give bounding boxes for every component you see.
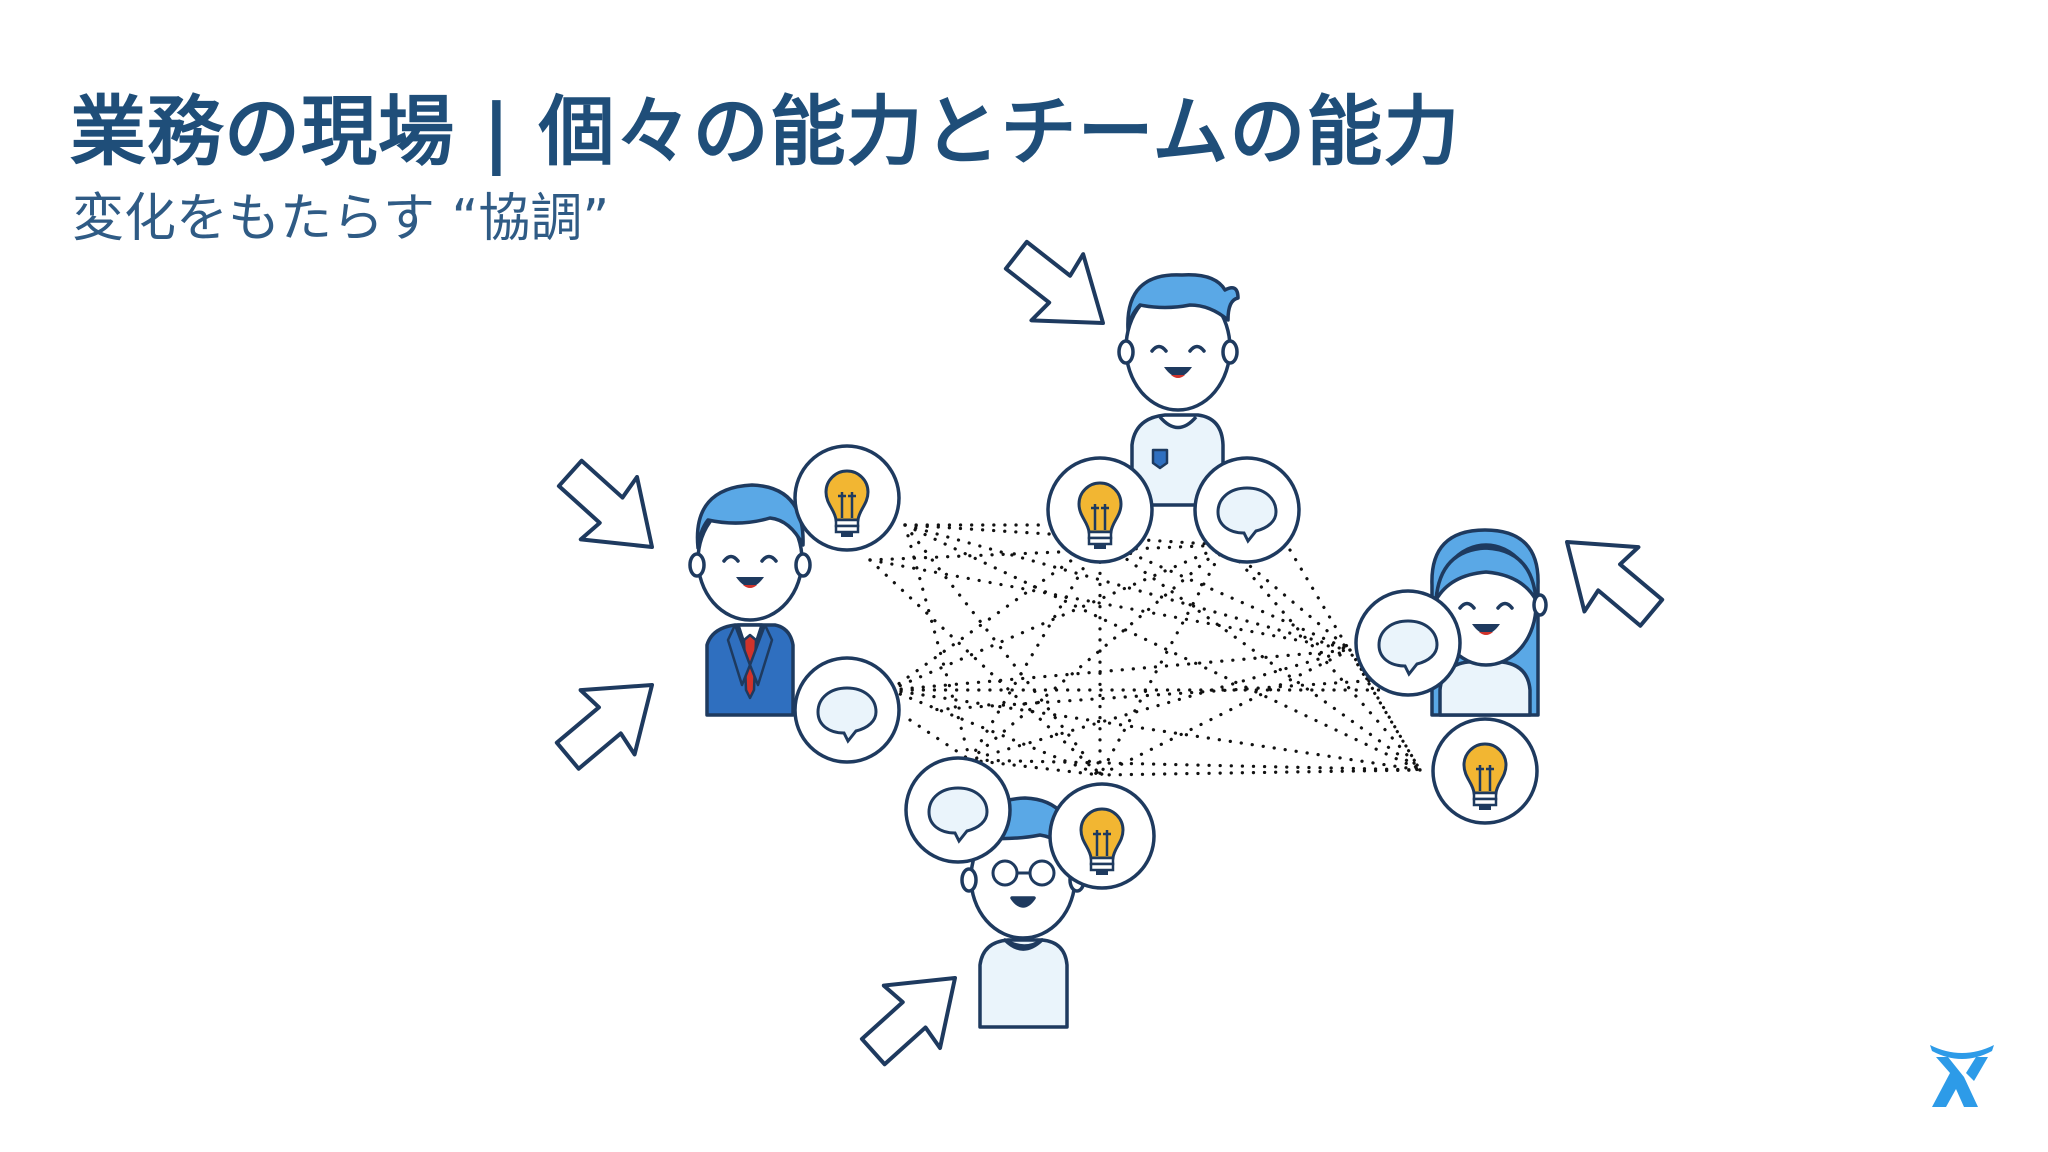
arrow-pointer-icon — [540, 440, 683, 581]
network-lines — [868, 523, 1422, 777]
lightbulb-icon — [1431, 717, 1539, 825]
arrow-pointer-icon — [538, 650, 681, 790]
lightbulb-icon — [793, 444, 901, 552]
businessman-person-icon — [688, 483, 812, 717]
atlassian-logo-icon — [1930, 1045, 1994, 1107]
slide-subtitle: 変化をもたらす “協調” — [72, 189, 610, 249]
arrow-pointer-icon — [1538, 507, 1681, 647]
arrow-pointer-icon — [843, 944, 986, 1085]
speech-bubble-icon — [1193, 456, 1301, 564]
slide-title: 業務の現場 | 個々の能力とチームの能力 — [70, 87, 1461, 176]
speech-bubble-icon — [793, 656, 901, 764]
speech-bubble-icon — [904, 756, 1012, 864]
lightbulb-icon — [1048, 782, 1156, 890]
speech-bubble-icon — [1354, 589, 1462, 697]
lightbulb-icon — [1046, 456, 1154, 564]
arrow-pointer-icon — [988, 220, 1131, 359]
glasses-person-icon — [960, 796, 1086, 1029]
top-person-icon — [1117, 273, 1240, 507]
